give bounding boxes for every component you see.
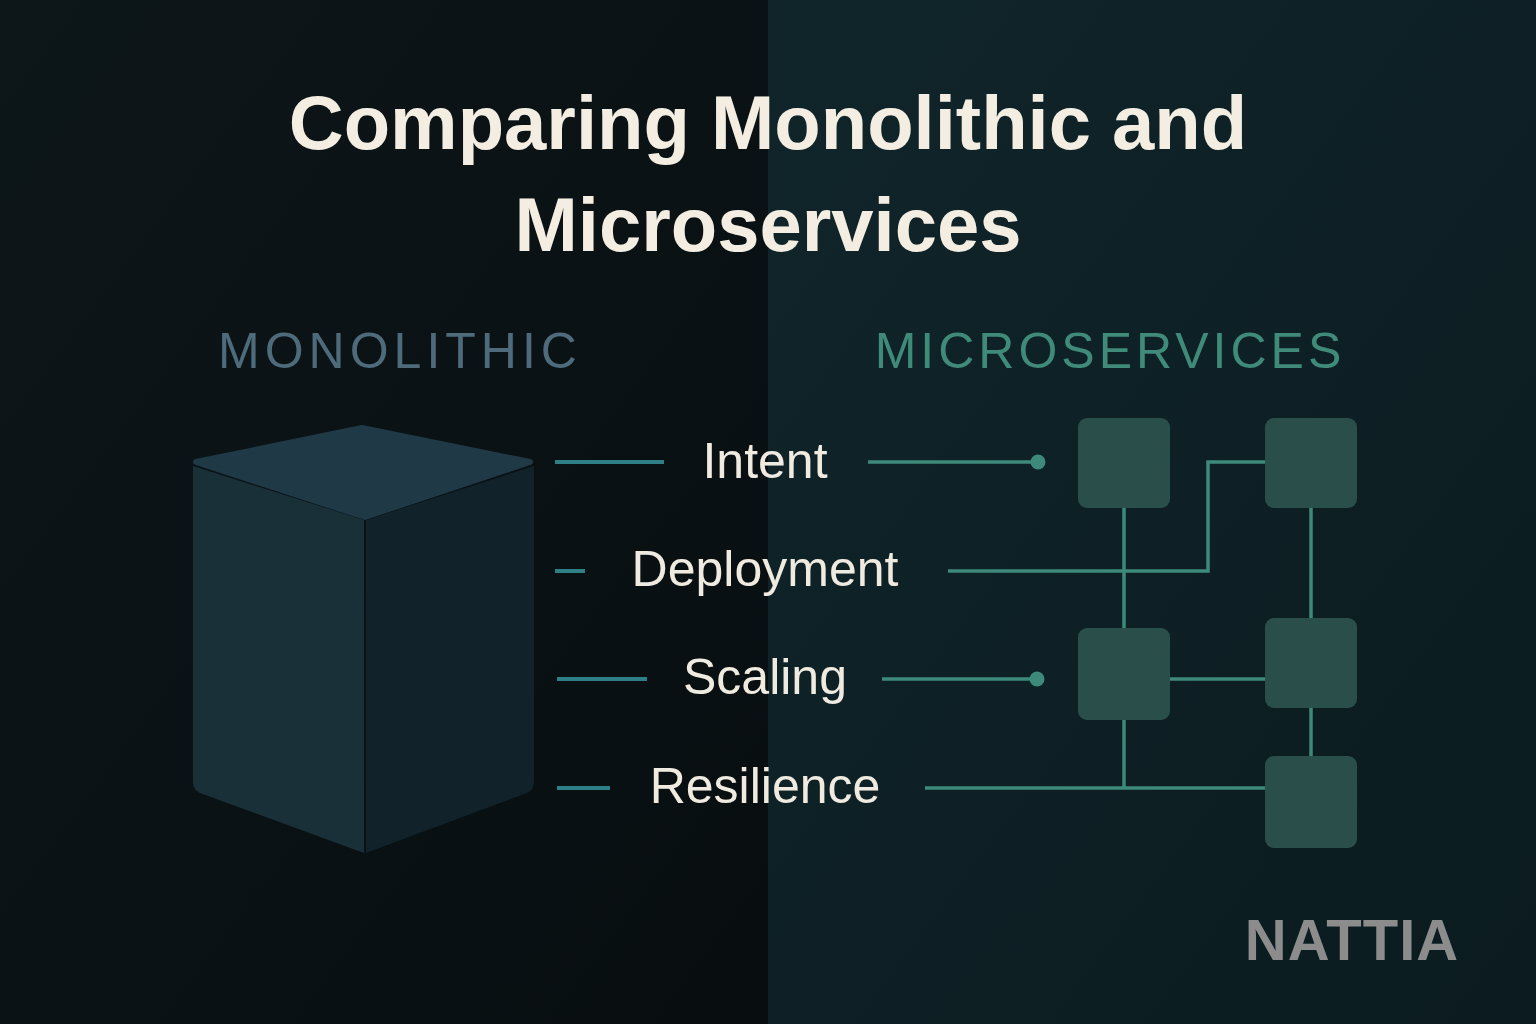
criterion-label: Resilience	[650, 758, 881, 816]
wire-dots	[1030, 455, 1046, 687]
criterion-label: Intent	[702, 433, 827, 491]
service-blocks	[1078, 418, 1357, 848]
monolith-cube	[193, 428, 534, 853]
watermark: NATTIA	[1245, 907, 1459, 974]
diagram-title: Comparing Monolithic and Microservices	[248, 72, 1288, 276]
service-wiring	[868, 462, 1311, 788]
left-connector-stubs	[555, 462, 664, 788]
criterion-label: Scaling	[683, 649, 847, 707]
column-heading: MONOLITHIC	[218, 323, 582, 381]
criterion-label: Deployment	[632, 541, 899, 599]
column-heading: MICROSERVICES	[875, 323, 1346, 381]
